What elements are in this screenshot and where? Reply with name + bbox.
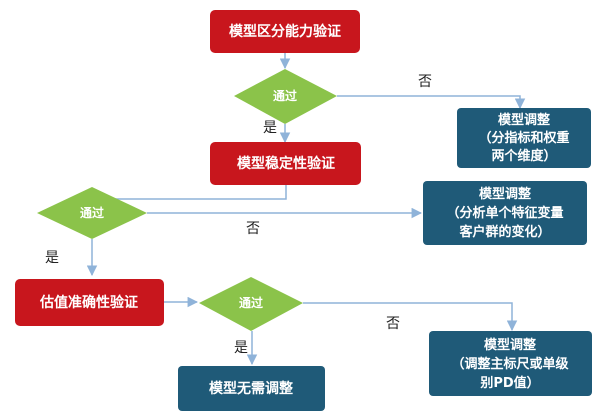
step-model-discrimination-label: 模型区分能力验证 <box>229 23 341 40</box>
edge-decision3-to-adjust3 <box>303 302 518 332</box>
step-valuation-accuracy: 估值准确性验证 <box>15 279 164 326</box>
label-yes-2: 是 <box>45 250 59 266</box>
label-no-3: 否 <box>386 316 400 332</box>
label-no-1: 否 <box>418 74 432 90</box>
decision-pass-2: 通过 <box>37 187 147 239</box>
adjust-box-1: 模型调整 （分指标和权重 两个维度） <box>457 108 591 168</box>
label-no-2: 否 <box>246 221 260 237</box>
adjust-box-3: 模型调整 （调整主标尺或单级 别PD值） <box>429 331 592 396</box>
step-model-stability-label: 模型稳定性验证 <box>237 155 335 172</box>
final-no-adjustment: 模型无需调整 <box>178 366 325 411</box>
adjust-box-2-line3: 客户群的变化） <box>459 224 550 240</box>
decision-pass-2-label: 通过 <box>80 205 104 220</box>
adjust-box-3-line1: 模型调整 <box>484 337 537 353</box>
adjust-box-1-line3: 两个维度） <box>491 148 556 164</box>
decision-pass-3: 通过 <box>199 277 303 331</box>
decision-pass-1: 通过 <box>234 69 337 124</box>
adjust-box-1-line2: （分指标和权重 <box>478 130 569 146</box>
adjust-box-3-line3: 别PD值） <box>479 375 539 391</box>
adjust-box-2-line2: （分析单个特征变量 <box>446 205 563 221</box>
adjust-box-2-line1: 模型调整 <box>479 186 532 202</box>
step-model-discrimination: 模型区分能力验证 <box>210 10 360 53</box>
step-model-stability: 模型稳定性验证 <box>210 142 361 185</box>
adjust-box-2: 模型调整 （分析单个特征变量 客户群的变化） <box>423 181 587 245</box>
adjust-box-3-line2: （调整主标尺或单级 <box>451 356 569 372</box>
final-no-adjustment-label: 模型无需调整 <box>209 380 294 397</box>
edge-decision1-to-adjust1 <box>337 95 526 110</box>
step-valuation-accuracy-label: 估值准确性验证 <box>39 294 138 311</box>
decision-pass-1-label: 通过 <box>273 88 297 103</box>
label-yes-1: 是 <box>263 120 277 136</box>
decision-pass-3-label: 通过 <box>239 295 263 310</box>
label-yes-3: 是 <box>234 340 248 356</box>
adjust-box-1-line1: 模型调整 <box>498 112 551 128</box>
